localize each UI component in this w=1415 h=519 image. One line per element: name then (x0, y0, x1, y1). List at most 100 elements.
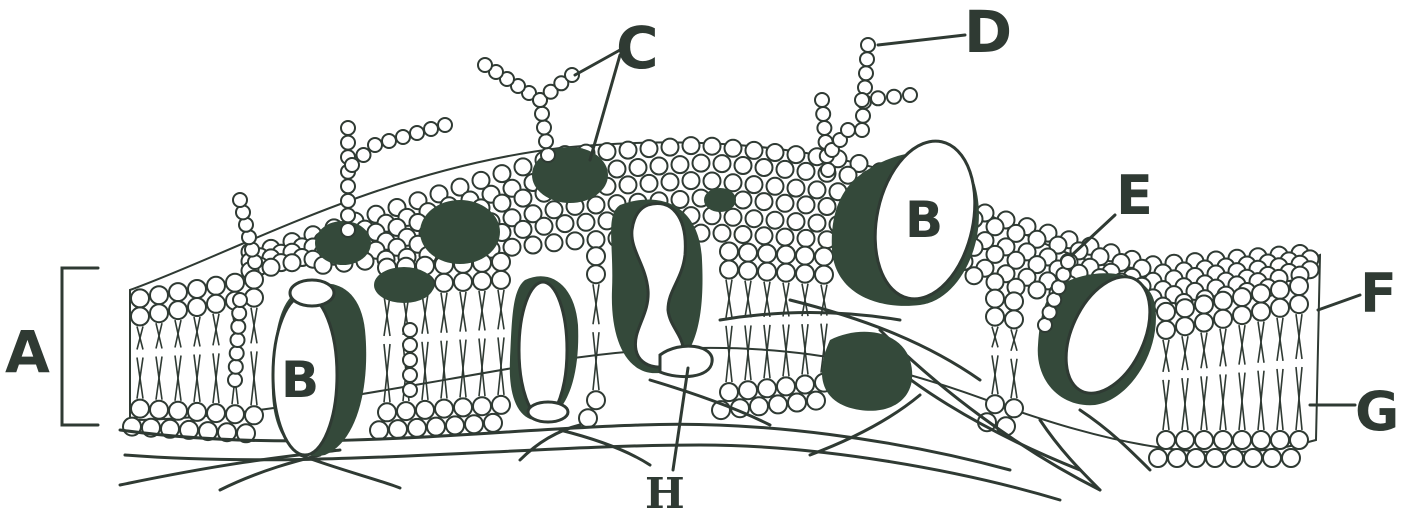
sugar-bead (841, 123, 855, 137)
lipid-head (188, 403, 206, 421)
lipid-head (815, 248, 833, 266)
lipid-head (986, 395, 1004, 413)
lipid-head (397, 402, 415, 420)
lipid-head (1271, 431, 1289, 449)
lipid-head (1225, 449, 1243, 467)
lipid-head (1282, 449, 1300, 467)
label-b-left: B (281, 351, 319, 409)
lipid-head (798, 230, 815, 247)
lipid-head (735, 226, 752, 243)
lipid-head (1005, 310, 1023, 328)
lipid-head (416, 401, 434, 419)
lipid-head (758, 263, 776, 281)
lipid-head (720, 243, 738, 261)
sugar-bead (403, 368, 417, 382)
lipid-head (756, 227, 773, 244)
lipid-head (725, 140, 742, 157)
lipid-head (630, 159, 647, 176)
lipid-head (587, 247, 605, 265)
lipid-head (599, 143, 616, 160)
sugar-bead (233, 293, 247, 307)
lipid-head (641, 140, 658, 157)
lipid-head (662, 139, 679, 156)
lipid-head (739, 244, 757, 262)
sugar-bead (535, 107, 549, 121)
lipid-head (986, 308, 1004, 326)
lipid-head (1206, 449, 1224, 467)
lipid-head (492, 396, 510, 414)
lipid-head (226, 274, 244, 292)
lipid-head (693, 155, 710, 172)
lipid-head (1244, 449, 1262, 467)
lipid-head (758, 245, 776, 263)
lipid-head (767, 144, 784, 161)
lipid-head (809, 181, 826, 198)
sugar-bead (341, 121, 355, 135)
sugar-bead (230, 346, 244, 360)
lipid-head (1195, 296, 1213, 314)
lipid-head (986, 290, 1004, 308)
sugar-bead (541, 148, 555, 162)
lipid-head (987, 274, 1004, 291)
sugar-bead (815, 93, 829, 107)
lipid-head (588, 197, 605, 214)
sugar-bead (341, 208, 355, 222)
peripheral-protein-blob (704, 188, 736, 212)
lipid-head (435, 274, 453, 292)
lipid-head (446, 416, 464, 434)
lipid-head (746, 142, 763, 159)
lipid-head (525, 237, 542, 254)
sugar-bead (231, 333, 245, 347)
sugar-bead (861, 38, 875, 52)
lipid-head (746, 210, 763, 227)
lipid-head (1233, 306, 1251, 324)
lipid-head (536, 218, 553, 235)
lipid-head (131, 400, 149, 418)
sugar-bead (855, 123, 869, 137)
lipid-head (150, 286, 168, 304)
lipid-head (1290, 431, 1308, 449)
lipid-head (620, 142, 637, 159)
lipid-head (1005, 399, 1023, 417)
lipid-head (1029, 282, 1046, 299)
sugar-bead (341, 179, 355, 193)
lipid-head (620, 176, 637, 193)
lipid-head (515, 190, 532, 207)
sugar-bead (357, 148, 371, 162)
sugar-bead (229, 360, 243, 374)
sugar-bead (341, 194, 355, 208)
lipid-head (767, 178, 784, 195)
sugar-bead (341, 223, 355, 237)
lipid-head (188, 280, 206, 298)
lipid-head (1005, 292, 1023, 310)
sugar-bead (817, 121, 831, 135)
lipid-head (777, 377, 795, 395)
lipid-head (1252, 431, 1270, 449)
lipid-head (796, 247, 814, 265)
lipid-head (809, 215, 826, 232)
lipid-head (714, 225, 731, 242)
lipid-head (1271, 299, 1289, 317)
lipid-head (557, 215, 574, 232)
sugar-bead (403, 338, 417, 352)
lipid-head (1157, 321, 1175, 339)
peripheral-protein-blob (374, 267, 434, 303)
lipid-head (750, 397, 768, 415)
lipid-head (131, 307, 149, 325)
lipid-head (1195, 431, 1213, 449)
lipid-head (473, 272, 491, 290)
lipid-head (1263, 449, 1281, 467)
lipid-head (504, 239, 521, 256)
sugar-bead (871, 91, 885, 105)
sugar-bead (410, 126, 424, 140)
label-e: E (1116, 164, 1153, 227)
lipid-head (408, 419, 426, 437)
lipid-head (735, 192, 752, 209)
lipid-head (131, 289, 149, 307)
lipid-head (1157, 431, 1175, 449)
lipid-head (815, 266, 833, 284)
lipid-head (819, 198, 836, 215)
lipid-head (651, 158, 668, 175)
